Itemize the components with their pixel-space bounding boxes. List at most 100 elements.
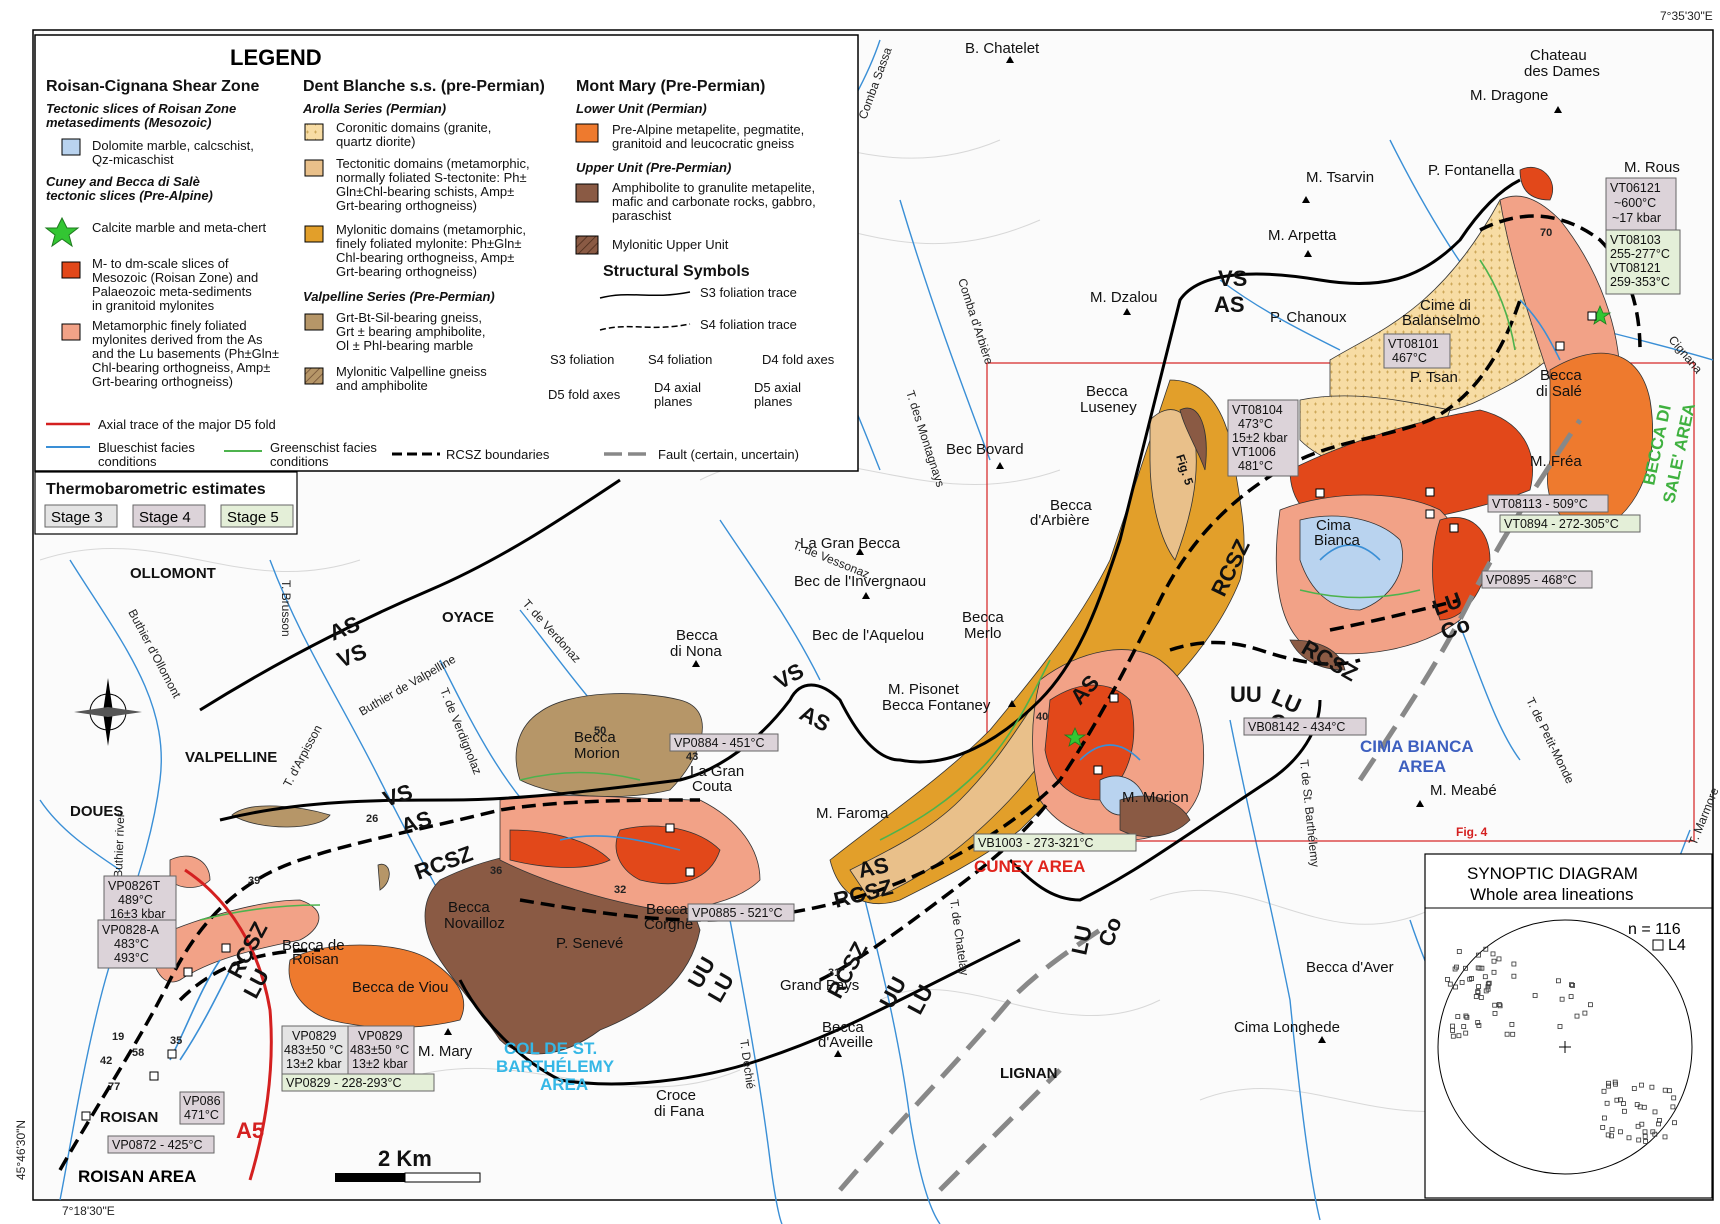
legend-text: Arolla Series (Permian) — [302, 101, 446, 116]
place-labels: B. Chatelet Chateau des Dames M. Dragone… — [70, 40, 1680, 1126]
lineation-point — [1486, 980, 1492, 986]
dip-label: 19 — [112, 1031, 124, 1043]
place-label: M. Mary — [418, 1043, 473, 1060]
tectonic-contacts — [199, 178, 1521, 1086]
legend-text: Upper Unit (Pre-Permian) — [576, 160, 731, 175]
place-label: M. Morion — [1122, 789, 1189, 806]
place-label: Becca — [448, 899, 490, 916]
lineation-point — [1634, 1102, 1640, 1107]
lineation-point — [1614, 1097, 1620, 1103]
peak-icon — [1304, 250, 1312, 257]
place-label: OLLOMONT — [130, 565, 216, 582]
synoptic-l4: L4 — [1668, 937, 1686, 954]
lineation-point — [1557, 1024, 1563, 1029]
legend-text: conditions — [270, 454, 329, 469]
lineation-point — [1454, 964, 1459, 970]
lineation-point — [1604, 1100, 1610, 1106]
lineation-point — [1485, 984, 1491, 990]
unit-prealpine — [288, 944, 465, 1028]
lineation-point — [1642, 1129, 1648, 1135]
dip-label: 26 — [366, 813, 378, 825]
lineation-point — [1650, 1129, 1656, 1135]
place-label: Becca — [1086, 383, 1128, 400]
synoptic-title: SYNOPTIC DIAGRAM — [1467, 864, 1638, 883]
place-label: M. Faroma — [816, 805, 889, 822]
sample-label: VP0872 - 425°C — [112, 1138, 202, 1152]
place-label: P. Fontanella — [1428, 162, 1515, 179]
sample-label: VP0885 - 521°C — [692, 906, 782, 920]
legend-text: Greenschist facies — [270, 440, 377, 455]
legend-text: D5 fold axes — [548, 387, 621, 402]
place-label: Luseney — [1080, 399, 1137, 416]
legend-text: S4 foliation — [648, 352, 712, 367]
place-label: B. Chatelet — [965, 40, 1040, 57]
sample-label: VT1006 — [1232, 445, 1276, 459]
sample-points — [81, 311, 1597, 1121]
lineation-point — [1601, 1088, 1607, 1094]
peak-icon — [856, 548, 864, 555]
lineation-point — [1582, 1010, 1588, 1016]
lineation-point — [1556, 978, 1561, 984]
thermo-title: Thermobarometric estimates — [46, 481, 266, 498]
area-col: BARTHÉLEMY — [496, 1057, 615, 1076]
lineation-point — [1483, 946, 1489, 952]
unit-label-uu: UU — [1230, 682, 1262, 707]
scale-label: 2 Km — [378, 1146, 432, 1171]
sample-label: 483°C — [114, 937, 149, 951]
lineation-point — [1621, 1101, 1626, 1106]
lineation-point — [1662, 1087, 1668, 1093]
sample-label: 16±3 kbar — [110, 907, 166, 921]
legend-text: in granitoid mylonites — [92, 298, 215, 313]
legend-text: S4 foliation trace — [700, 317, 797, 332]
unit-amphibolite — [1289, 639, 1346, 671]
unit-gneiss — [377, 863, 390, 891]
lineation-point — [1588, 1002, 1593, 1008]
sample-label: VT08113 - 509°C — [1492, 497, 1588, 511]
legend-text: Grt-Bt-Sil-bearing gneiss, — [336, 310, 482, 325]
place-label: Becca de Viou — [352, 979, 448, 996]
unit-dolomite — [1299, 515, 1403, 611]
swatch-myl-valp — [304, 367, 324, 385]
place-label: Becca — [646, 901, 688, 918]
sample-label: VT06121 — [1610, 181, 1661, 195]
legend-text: Dolomite marble, calcschist, — [92, 138, 254, 153]
unit-gneiss — [515, 693, 703, 797]
lineation-point — [1649, 1084, 1655, 1090]
swatch-coronitic — [304, 123, 324, 141]
unit-slices — [509, 829, 611, 868]
place-label: Becca — [1540, 367, 1582, 384]
place-label: LIGNAN — [1000, 1065, 1058, 1082]
place-label: OYACE — [442, 609, 494, 626]
sample-label: 483±50 °C — [350, 1043, 409, 1057]
peak-icon — [1416, 800, 1424, 807]
river-label: Buthier river — [111, 813, 127, 878]
lineation-point — [1672, 1120, 1677, 1126]
legend-text: metasediments (Mesozoic) — [46, 115, 211, 130]
sample-label: 493°C — [114, 951, 149, 965]
swatch-amphibolite — [575, 183, 599, 203]
legend-text: S3 foliation trace — [700, 285, 797, 300]
peak-icon — [1123, 308, 1131, 315]
lineation-point — [1574, 1013, 1580, 1019]
place-label: Bec de l'Aquelou — [812, 627, 924, 644]
place-label: DOUES — [70, 803, 123, 820]
dip-label: 32 — [614, 884, 626, 896]
lineation-point — [1559, 996, 1565, 1002]
lineation-point — [1476, 952, 1481, 958]
unit-label-lu: LU — [1066, 923, 1097, 957]
place-label: La Gran Becca — [800, 535, 901, 552]
sample-label: VP0826T — [108, 879, 160, 893]
lineation-point — [1641, 1104, 1647, 1110]
legend-text: Calcite marble and meta-chert — [92, 220, 267, 235]
lineation-point — [1622, 1108, 1627, 1114]
peak-icon — [996, 462, 1004, 469]
dip-label: 31 — [828, 967, 840, 979]
sample-label: 13±2 kbar — [286, 1057, 342, 1071]
area-cima-bianca: AREA — [1398, 757, 1446, 776]
lineation-point — [1473, 994, 1479, 999]
sample-label: VP0828-A — [102, 923, 160, 937]
area-roisan: ROISAN AREA — [78, 1167, 196, 1186]
place-label: Becca de — [282, 937, 345, 954]
place-label: Cima — [1316, 517, 1352, 534]
peak-icon — [1006, 56, 1014, 63]
